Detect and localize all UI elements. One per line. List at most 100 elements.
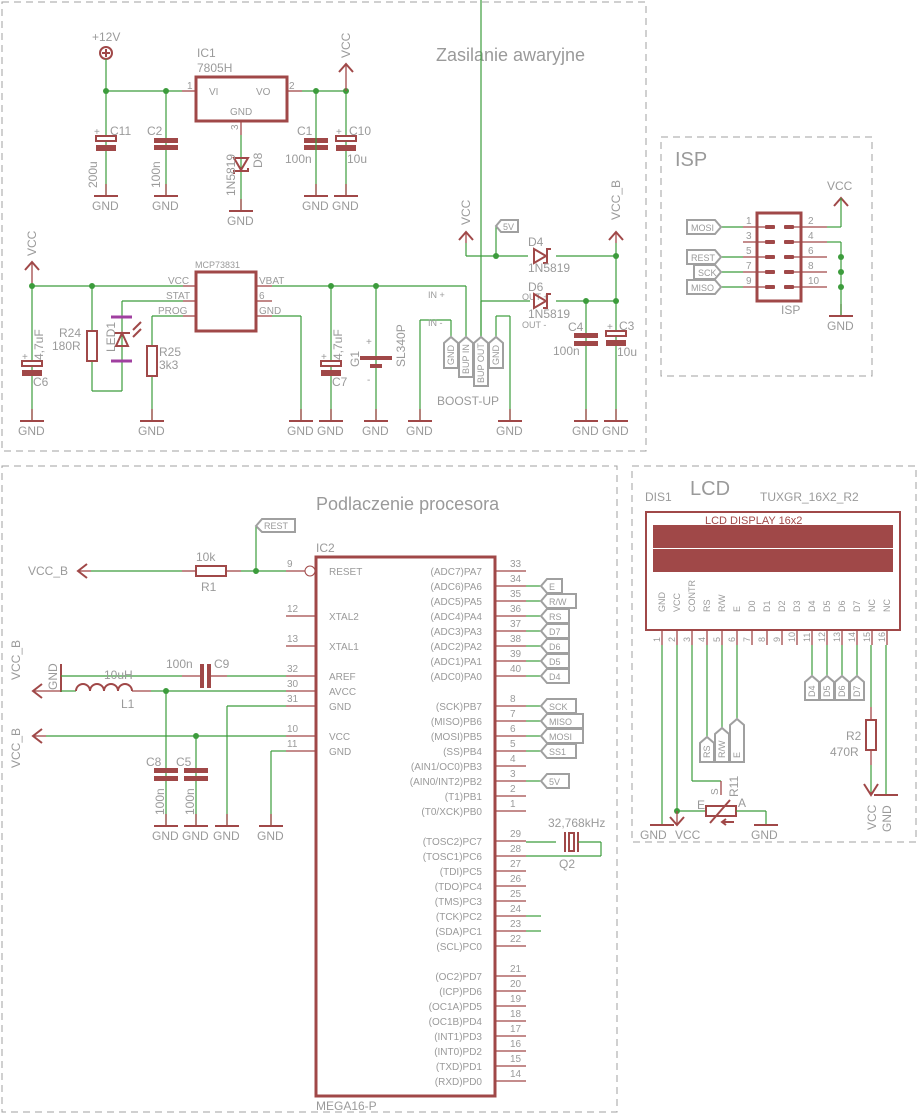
svg-text:GND: GND	[572, 424, 599, 438]
svg-text:5: 5	[510, 739, 516, 750]
svg-text:(ADC7)PA7: (ADC7)PA7	[431, 567, 483, 578]
svg-text:VCC_B: VCC_B	[9, 728, 23, 768]
svg-text:3: 3	[746, 231, 752, 242]
svg-text:10u: 10u	[347, 152, 367, 166]
svg-text:VBAT: VBAT	[259, 276, 284, 287]
lcd-net-rw: R/W	[714, 726, 730, 763]
svg-text:100n: 100n	[183, 788, 197, 815]
cpu-pin-18: 18(OC1B)PD4	[429, 1009, 526, 1028]
cpu-pin-25: 25 (TMS)PC3	[435, 889, 526, 908]
net-label-ss1: SS1	[539, 743, 577, 759]
svg-text:1N5819: 1N5819	[528, 307, 570, 321]
gnd-symbol-power-bottom: GND	[602, 409, 629, 438]
gnd-symbol-power-top: GND	[152, 184, 179, 213]
gnd-symbol-cpu: GND	[182, 814, 209, 843]
svg-text:C3: C3	[619, 319, 635, 333]
svg-text:D7: D7	[852, 685, 862, 697]
svg-text:29: 29	[510, 829, 522, 840]
svg-text:31: 31	[287, 694, 299, 705]
svg-text:C6: C6	[33, 375, 49, 389]
svg-text:BUP IN: BUP IN	[461, 344, 471, 374]
cpu-pin-4: 4(AIN1/OC0)PB3	[411, 754, 526, 773]
svg-text:+12V: +12V	[92, 30, 120, 44]
svg-text:(TMS)PC3: (TMS)PC3	[435, 897, 483, 908]
vcc-b-arrow-reset: VCC_B	[28, 563, 91, 579]
svg-text:6: 6	[727, 637, 737, 642]
svg-text:BOOST-UP: BOOST-UP	[437, 394, 499, 408]
svg-text:GND: GND	[329, 702, 351, 713]
svg-text:7: 7	[510, 709, 516, 720]
svg-text:38: 38	[510, 634, 522, 645]
svg-text:(SCL)PC0: (SCL)PC0	[436, 942, 482, 953]
svg-text:RS: RS	[702, 599, 712, 612]
svg-text:R1: R1	[201, 580, 217, 594]
svg-text:(ADC4)PA4: (ADC4)PA4	[431, 612, 483, 623]
svg-text:37: 37	[510, 619, 522, 630]
svg-text:R/W: R/W	[717, 740, 727, 758]
svg-text:2: 2	[289, 81, 295, 92]
net-label-5v-power: 5V	[494, 219, 519, 233]
cpu-pin-2: 2(T1)PB1	[445, 784, 526, 803]
ic-mcp73831: MCP73831 VCC STAT PROG VBAT 6 GND	[158, 260, 284, 333]
svg-text:VCC_B: VCC_B	[28, 564, 68, 578]
svg-text:100n: 100n	[285, 152, 312, 166]
svg-text:GND: GND	[362, 424, 389, 438]
lcd-vcc-label: VCC	[675, 828, 701, 842]
svg-text:(T1)PB1: (T1)PB1	[445, 792, 483, 803]
svg-text:C10: C10	[349, 124, 371, 138]
svg-text:D1: D1	[762, 600, 772, 612]
section-title-power: Zasilanie awaryjne	[436, 45, 585, 65]
svg-text:D7: D7	[852, 600, 862, 612]
svg-text:OUT +: OUT +	[522, 292, 549, 302]
ic2-mega16: IC2 MEGA16-P	[314, 541, 497, 1113]
svg-text:(ICP)PD6: (ICP)PD6	[439, 987, 482, 998]
cpu-pin-23: 23(SDA)PC1	[435, 919, 526, 938]
svg-text:7: 7	[746, 261, 752, 272]
svg-text:GND: GND	[46, 663, 60, 690]
svg-text:D5: D5	[549, 657, 561, 667]
boost-pin-bup-in: BUP IN	[458, 335, 474, 378]
svg-text:9: 9	[287, 559, 293, 570]
isp-vcc: VCC	[827, 179, 853, 227]
gnd-symbol-power-bottom: GND	[572, 409, 599, 438]
svg-text:RS: RS	[702, 745, 712, 758]
svg-text:STAT: STAT	[166, 291, 190, 302]
svg-text:GND: GND	[227, 214, 254, 228]
svg-text:MEGA16-P: MEGA16-P	[316, 1099, 377, 1113]
gnd-symbol-power-bottom: GND	[138, 409, 165, 438]
svg-text:7: 7	[742, 637, 752, 642]
svg-text:SS1: SS1	[549, 747, 566, 757]
svg-text:GND: GND	[92, 199, 119, 213]
svg-text:VCC: VCC	[672, 592, 682, 612]
svg-text:(TOSC2)PC7: (TOSC2)PC7	[423, 837, 483, 848]
svg-text:10: 10	[808, 276, 820, 287]
svg-text:GND: GND	[138, 424, 165, 438]
svg-text:24: 24	[510, 904, 522, 915]
svg-text:21: 21	[510, 964, 522, 975]
svg-text:GND: GND	[602, 424, 629, 438]
svg-text:A: A	[738, 796, 746, 810]
svg-text:2: 2	[808, 216, 814, 227]
svg-text:R25: R25	[159, 345, 181, 359]
svg-text:E: E	[697, 798, 705, 812]
svg-text:10: 10	[287, 724, 299, 735]
gnd-symbol-cpu: GND	[152, 814, 179, 843]
svg-text:GND: GND	[152, 199, 179, 213]
svg-text:BUP OUT: BUP OUT	[476, 343, 486, 383]
svg-text:33: 33	[510, 559, 522, 570]
capacitor-c8: C8 100n	[146, 755, 178, 815]
diode-d6: D6 1N5819	[528, 280, 570, 321]
svg-text:(ADC1)PA1: (ADC1)PA1	[431, 657, 483, 668]
svg-text:25: 25	[510, 889, 522, 900]
svg-text:5V: 5V	[549, 777, 560, 787]
svg-text:R/W: R/W	[717, 594, 727, 612]
cpu-pin-20: 20(ICP)PD6	[439, 979, 526, 998]
svg-text:(INT1)PD3: (INT1)PD3	[434, 1032, 482, 1043]
svg-text:VCC_B: VCC_B	[609, 180, 623, 220]
svg-text:D5: D5	[822, 600, 832, 612]
capacitor-c7: + 4,7uF C7	[320, 329, 348, 389]
svg-text:C7: C7	[332, 375, 348, 389]
isp-net-mosi: MOSI	[686, 219, 723, 235]
